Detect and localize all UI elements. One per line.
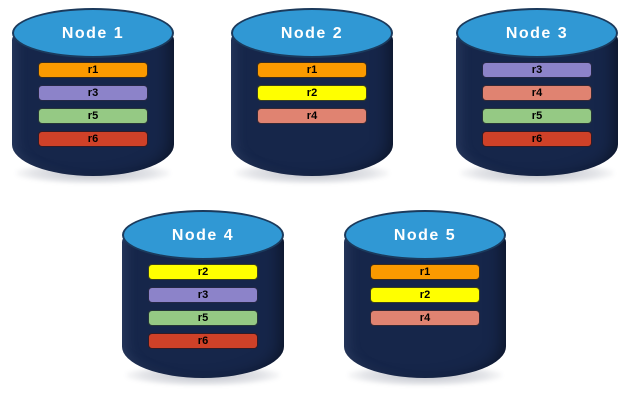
replica-list: r2 r3 r5 r6: [148, 264, 258, 349]
replica-list: r1 r3 r5 r6: [38, 62, 148, 147]
replica-list: r1 r2 r4: [257, 62, 367, 124]
node-top-disc: Node 5: [344, 210, 506, 260]
replica-bar[interactable]: r6: [482, 131, 592, 147]
replica-bar[interactable]: r6: [38, 131, 148, 147]
replica-bar[interactable]: r3: [148, 287, 258, 303]
node-top-disc: Node 1: [12, 8, 174, 58]
replica-bar[interactable]: r2: [148, 264, 258, 280]
node-label: Node 5: [393, 227, 457, 244]
replica-list: r1 r2 r4: [370, 264, 480, 326]
replica-bar[interactable]: r1: [257, 62, 367, 78]
node-cylinder[interactable]: Node 1 r1 r3 r5 r6: [8, 6, 178, 188]
replica-bar[interactable]: r1: [370, 264, 480, 280]
replica-bar[interactable]: r5: [148, 310, 258, 326]
node-label: Node 2: [280, 25, 344, 42]
node-cylinder[interactable]: Node 2 r1 r2 r4: [227, 6, 397, 188]
replica-bar[interactable]: r2: [257, 85, 367, 101]
node-top-disc: Node 2: [231, 8, 393, 58]
node-cylinder[interactable]: Node 4 r2 r3 r5 r6: [118, 208, 288, 390]
replica-bar[interactable]: r5: [482, 108, 592, 124]
node-top-disc: Node 4: [122, 210, 284, 260]
replica-bar[interactable]: r6: [148, 333, 258, 349]
replica-bar[interactable]: r3: [482, 62, 592, 78]
replica-bar[interactable]: r5: [38, 108, 148, 124]
replica-list: r3 r4 r5 r6: [482, 62, 592, 147]
replica-bar[interactable]: r1: [38, 62, 148, 78]
node-label: Node 1: [61, 25, 125, 42]
replica-bar[interactable]: r4: [257, 108, 367, 124]
node-label: Node 3: [505, 25, 569, 42]
replica-bar[interactable]: r2: [370, 287, 480, 303]
replica-bar[interactable]: r3: [38, 85, 148, 101]
node-top-disc: Node 3: [456, 8, 618, 58]
replica-bar[interactable]: r4: [370, 310, 480, 326]
replica-bar[interactable]: r4: [482, 85, 592, 101]
node-cylinder[interactable]: Node 3 r3 r4 r5 r6: [452, 6, 622, 188]
node-label: Node 4: [171, 227, 235, 244]
node-cylinder[interactable]: Node 5 r1 r2 r4: [340, 208, 510, 390]
